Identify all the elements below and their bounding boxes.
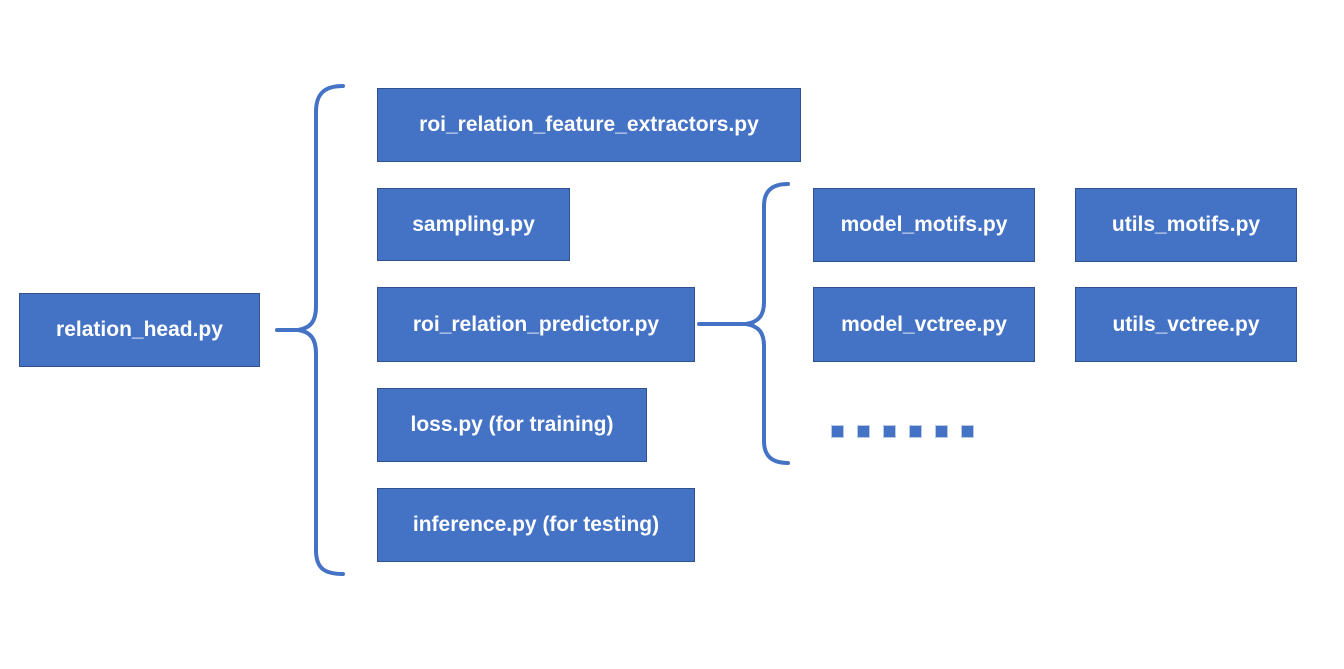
node-sampling: sampling.py [377, 188, 570, 261]
ellipsis-dots [831, 425, 974, 438]
node-inference: inference.py (for testing) [377, 488, 695, 562]
node-relation-head: relation_head.py [19, 293, 260, 367]
ellipsis-dot [909, 425, 922, 438]
brace-left [297, 84, 345, 576]
node-loss: loss.py (for training) [377, 388, 647, 462]
node-model-motifs: model_motifs.py [813, 188, 1035, 262]
node-utils-motifs: utils_motifs.py [1075, 188, 1297, 262]
node-utils-vctree: utils_vctree.py [1075, 287, 1297, 362]
ellipsis-dot [883, 425, 896, 438]
brace-right [745, 182, 790, 465]
ellipsis-dot [935, 425, 948, 438]
node-roi-relation-feature-extractors: roi_relation_feature_extractors.py [377, 88, 801, 162]
ellipsis-dot [961, 425, 974, 438]
ellipsis-dot [831, 425, 844, 438]
node-model-vctree: model_vctree.py [813, 287, 1035, 362]
ellipsis-dot [857, 425, 870, 438]
node-roi-relation-predictor: roi_relation_predictor.py [377, 287, 695, 362]
